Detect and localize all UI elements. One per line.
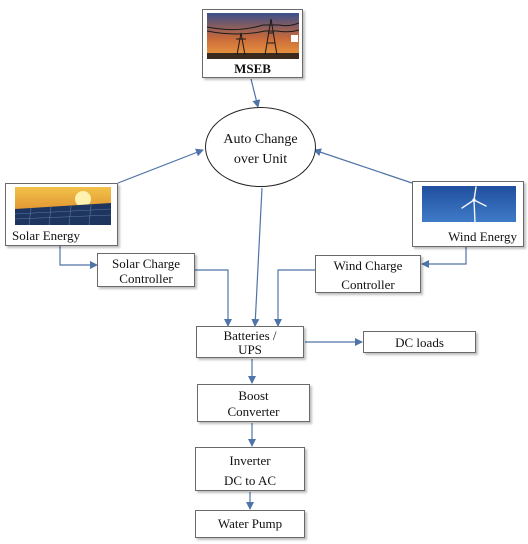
batteries-line1: Batteries / (223, 328, 277, 343)
arrow-solar-to-autochange (117, 148, 204, 184)
water-pump-label: Water Pump (217, 516, 283, 531)
solar-panel-image (15, 187, 111, 225)
auto-changeover-line1: Auto Change (223, 132, 298, 147)
solar-energy-label: Solar Energy (12, 228, 80, 243)
inverter-node: Inverter DC to AC (195, 447, 305, 491)
power-tower-image (207, 13, 299, 59)
arrow-windctrl-to-batteries (274, 269, 315, 327)
boost-converter-node: Boost Converter (197, 384, 310, 422)
batteries-ups-node: Batteries / UPS (196, 326, 304, 358)
inverter-line2: DC to AC (223, 473, 276, 488)
solar-controller-line1: Solar Charge (112, 256, 180, 271)
arrow-solarctrl-to-batteries (195, 269, 232, 327)
solar-charge-controller-node: Solar Charge Controller (97, 253, 195, 287)
boost-line1: Boost (238, 388, 269, 403)
auto-changeover-line2: over Unit (233, 152, 288, 167)
arrow-wind-to-autochange (313, 148, 413, 184)
batteries-line2: UPS (238, 342, 262, 357)
wind-controller-line2: Controller (341, 277, 395, 292)
water-pump-node: Water Pump (195, 510, 305, 538)
boost-line2: Converter (227, 404, 280, 419)
wind-energy-node: Wind Energy (412, 181, 524, 247)
wind-energy-label: Wind Energy (448, 229, 517, 244)
inverter-line1: Inverter (229, 453, 271, 468)
solar-energy-node: Solar Energy (5, 183, 118, 246)
solar-controller-line2: Controller (119, 271, 173, 286)
mseb-node: MSEB (202, 9, 303, 78)
arrow-mseb-to-autochange (250, 78, 261, 108)
wind-charge-controller-node: Wind Charge Controller (315, 255, 421, 293)
dc-loads-label: DC loads (395, 335, 444, 350)
auto-changeover-node: Auto Change over Unit (205, 107, 316, 187)
arrow-solar-to-controller (59, 246, 98, 269)
mseb-label: MSEB (234, 61, 271, 76)
wind-controller-line1: Wind Charge (333, 258, 403, 273)
arrow-autochange-to-batteries (251, 187, 263, 327)
dc-loads-node: DC loads (363, 331, 476, 353)
wind-turbine-image (422, 186, 516, 222)
arrow-wind-to-controller (421, 247, 467, 268)
